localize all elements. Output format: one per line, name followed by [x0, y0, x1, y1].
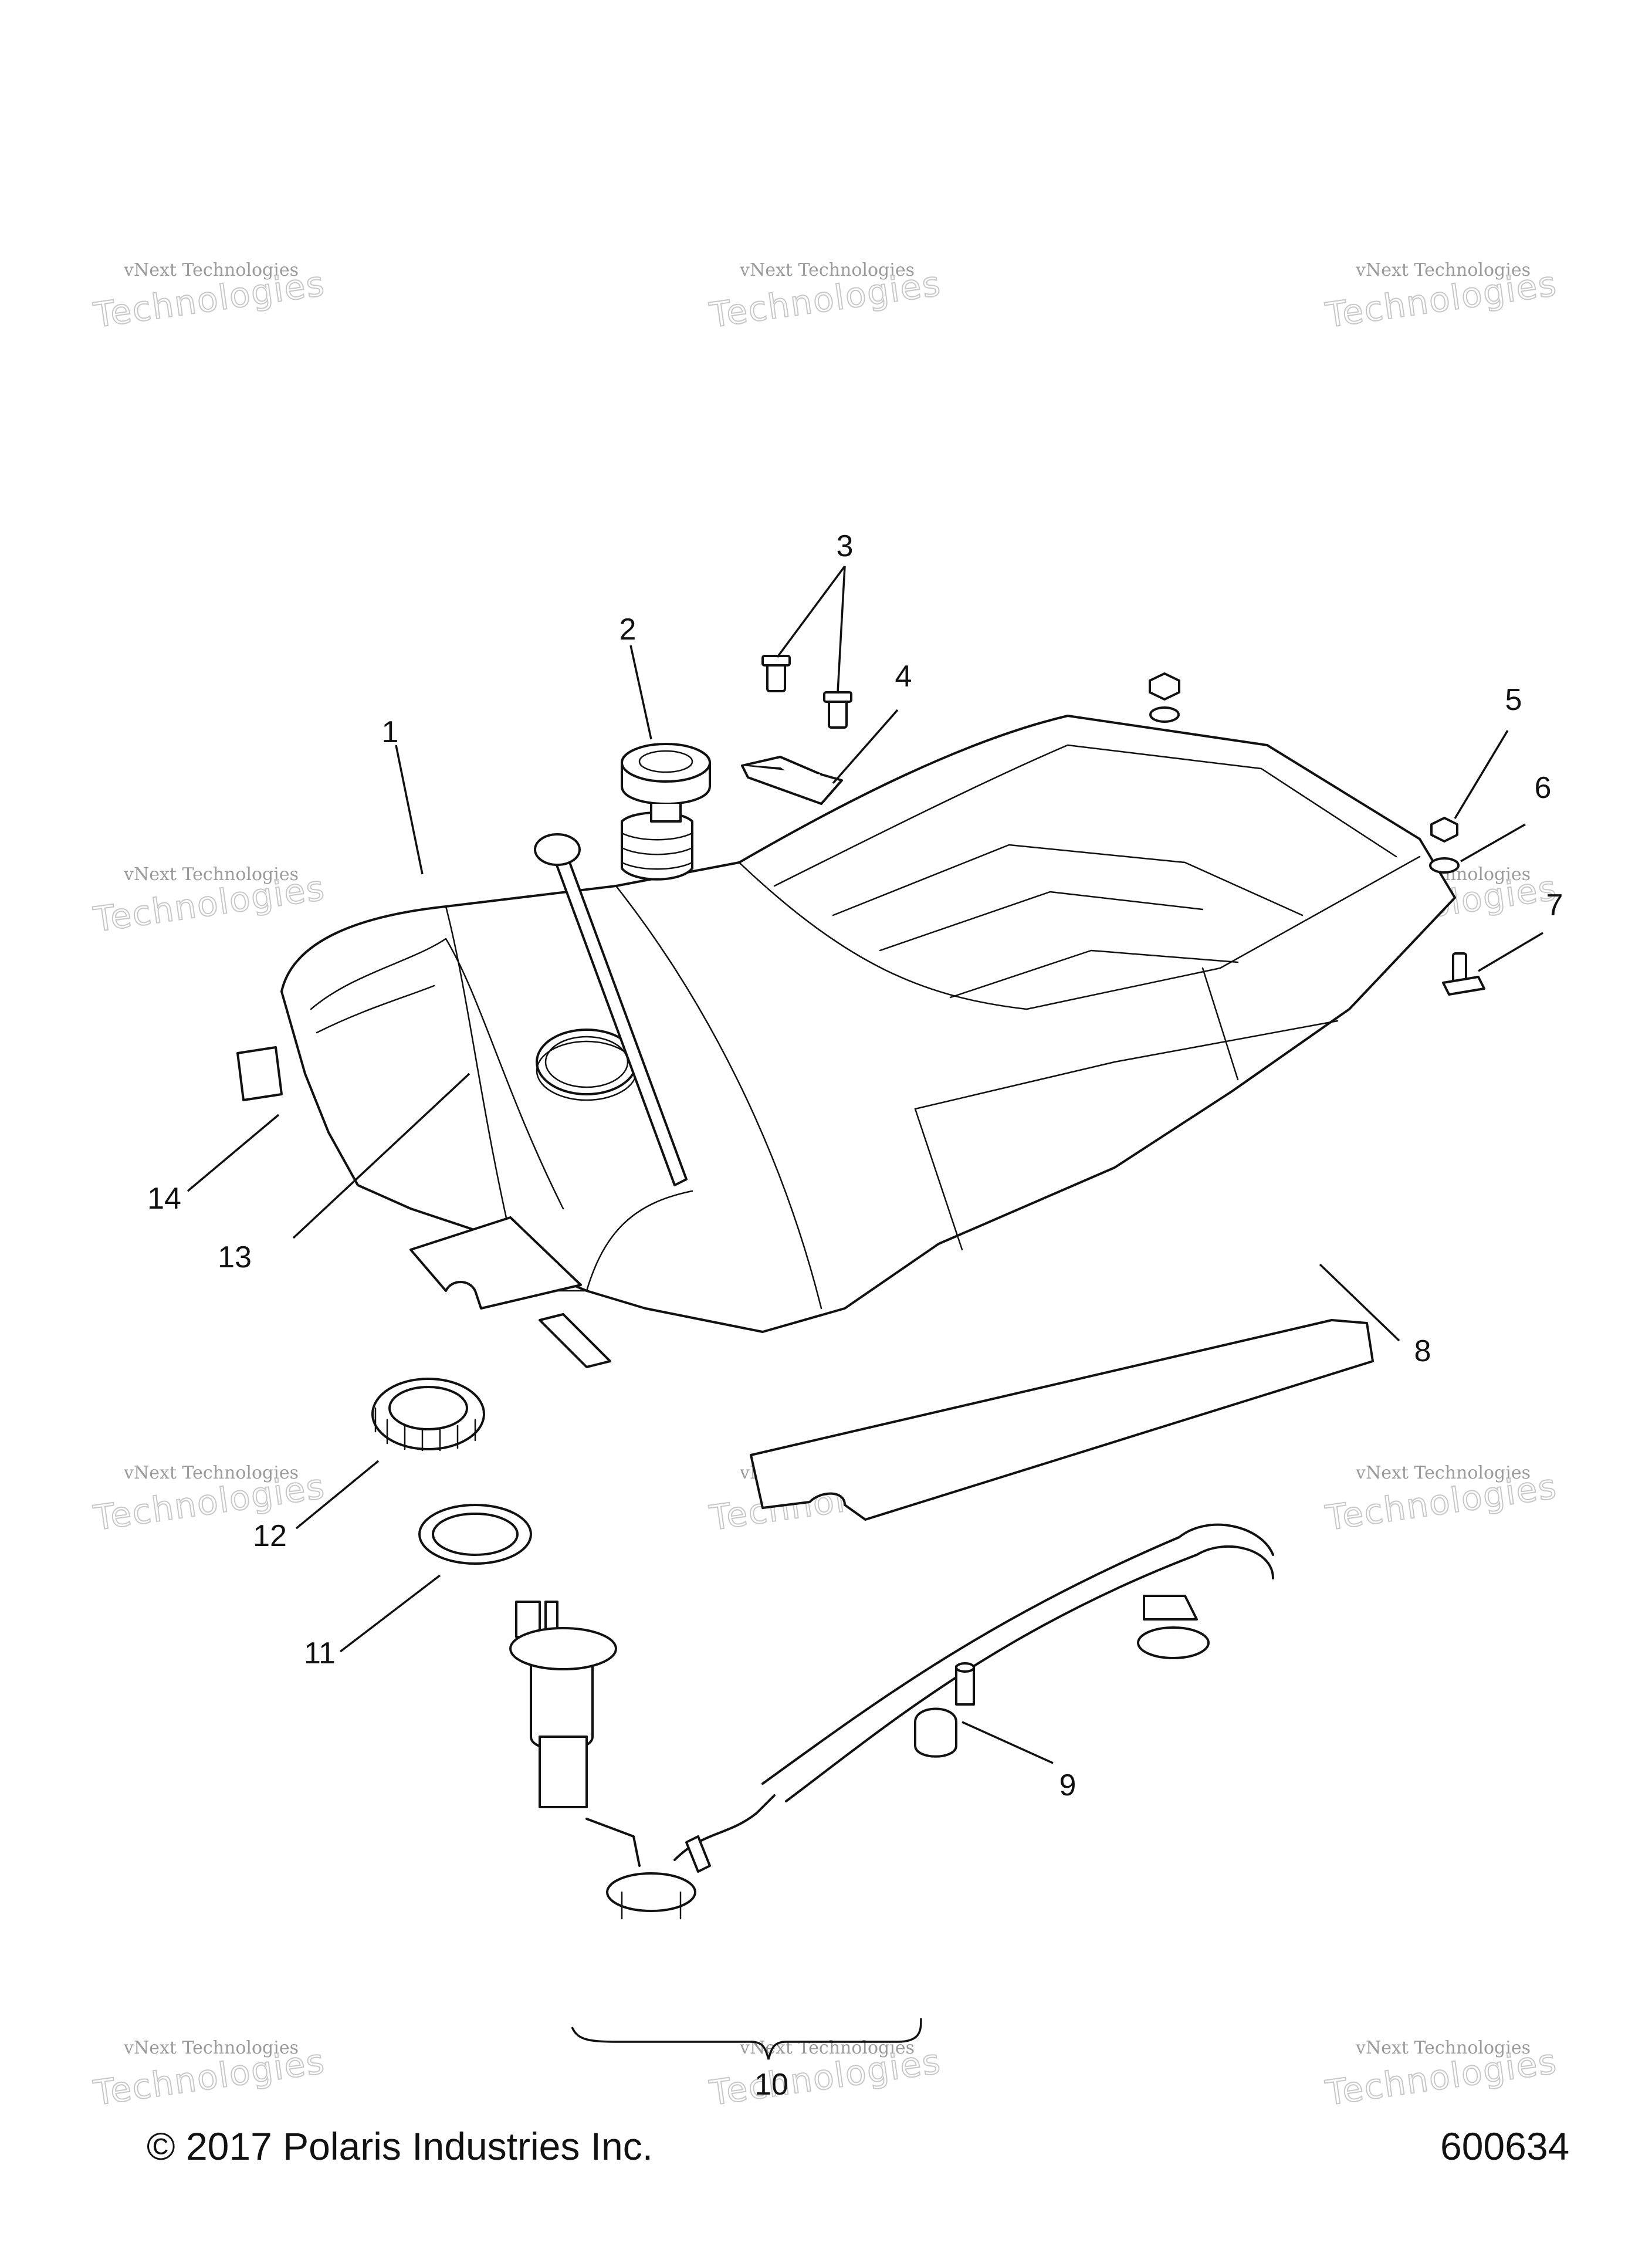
- watermark: vNext Technologies Technologies: [90, 864, 328, 941]
- callout-8: 8: [1414, 1334, 1431, 1368]
- callout-2: 2: [620, 613, 637, 647]
- callout-9: 9: [1059, 1768, 1076, 1802]
- callout-4: 4: [895, 659, 912, 694]
- fuel-pump-assembly: [509, 1523, 1274, 1920]
- watermark: vNext Technologies Technologies: [706, 260, 944, 336]
- callout-7: 7: [1546, 888, 1563, 922]
- callout-3: 3: [837, 529, 854, 563]
- watermark-line1: vNext Technologies: [123, 260, 299, 280]
- callout-14: 14: [147, 1182, 181, 1216]
- watermark: vNext Technologies Technologies: [90, 260, 328, 336]
- nuts-and-washers: [1149, 672, 1460, 874]
- watermark: vNext Technologies Technologies: [1322, 2038, 1560, 2114]
- watermark-line1: vNext Technologies: [1355, 260, 1531, 280]
- watermark-line1: vNext Technologies: [739, 260, 915, 280]
- callout-1: 1: [382, 715, 399, 749]
- lock-ring: [371, 1378, 485, 1452]
- bracket: [741, 756, 843, 805]
- watermark: vNext Technologies Technologies: [1322, 260, 1560, 336]
- drawing-number: 600634: [1440, 2125, 1570, 2168]
- watermark: vNext Technologies Technologies: [90, 2038, 328, 2114]
- watermark-line1: vNext Technologies: [1355, 2038, 1531, 2058]
- leader-lines: [187, 565, 1543, 1764]
- pad: [236, 1046, 283, 1101]
- watermark-line1: vNext Technologies: [1355, 1463, 1531, 1483]
- callout-12: 12: [253, 1519, 287, 1553]
- mounting-stud: [1442, 952, 1485, 996]
- callout-5: 5: [1505, 683, 1522, 717]
- gasket: [418, 1504, 532, 1565]
- shield-pads: [409, 1216, 611, 1368]
- copyright-notice: © 2017 Polaris Industries Inc.: [147, 2125, 654, 2168]
- watermark-line1: vNext Technologies: [123, 864, 299, 885]
- watermark: vNext Technologies Technologies: [706, 2038, 944, 2114]
- watermark-line1: vNext Technologies: [123, 2038, 299, 2058]
- callout-labels: 1 2 3 4 5 6 7 8 9 10 11 12 13 14: [147, 529, 1563, 2102]
- callout-10: 10: [754, 2068, 788, 2102]
- bolt-fasteners: [761, 655, 852, 729]
- callout-13: 13: [218, 1240, 252, 1274]
- fuel-cap: [621, 743, 711, 823]
- heat-shield: [750, 1319, 1374, 1521]
- watermark-line1: vNext Technologies: [123, 1463, 299, 1483]
- watermark: vNext Technologies Technologies: [1322, 1463, 1560, 1539]
- watermark: vNext Technologies Technologies: [90, 1463, 328, 1539]
- callout-10-bracket: [571, 2018, 922, 2060]
- callout-11: 11: [304, 1636, 336, 1670]
- fuel-tank: [280, 715, 1456, 1333]
- callout-6: 6: [1535, 771, 1552, 805]
